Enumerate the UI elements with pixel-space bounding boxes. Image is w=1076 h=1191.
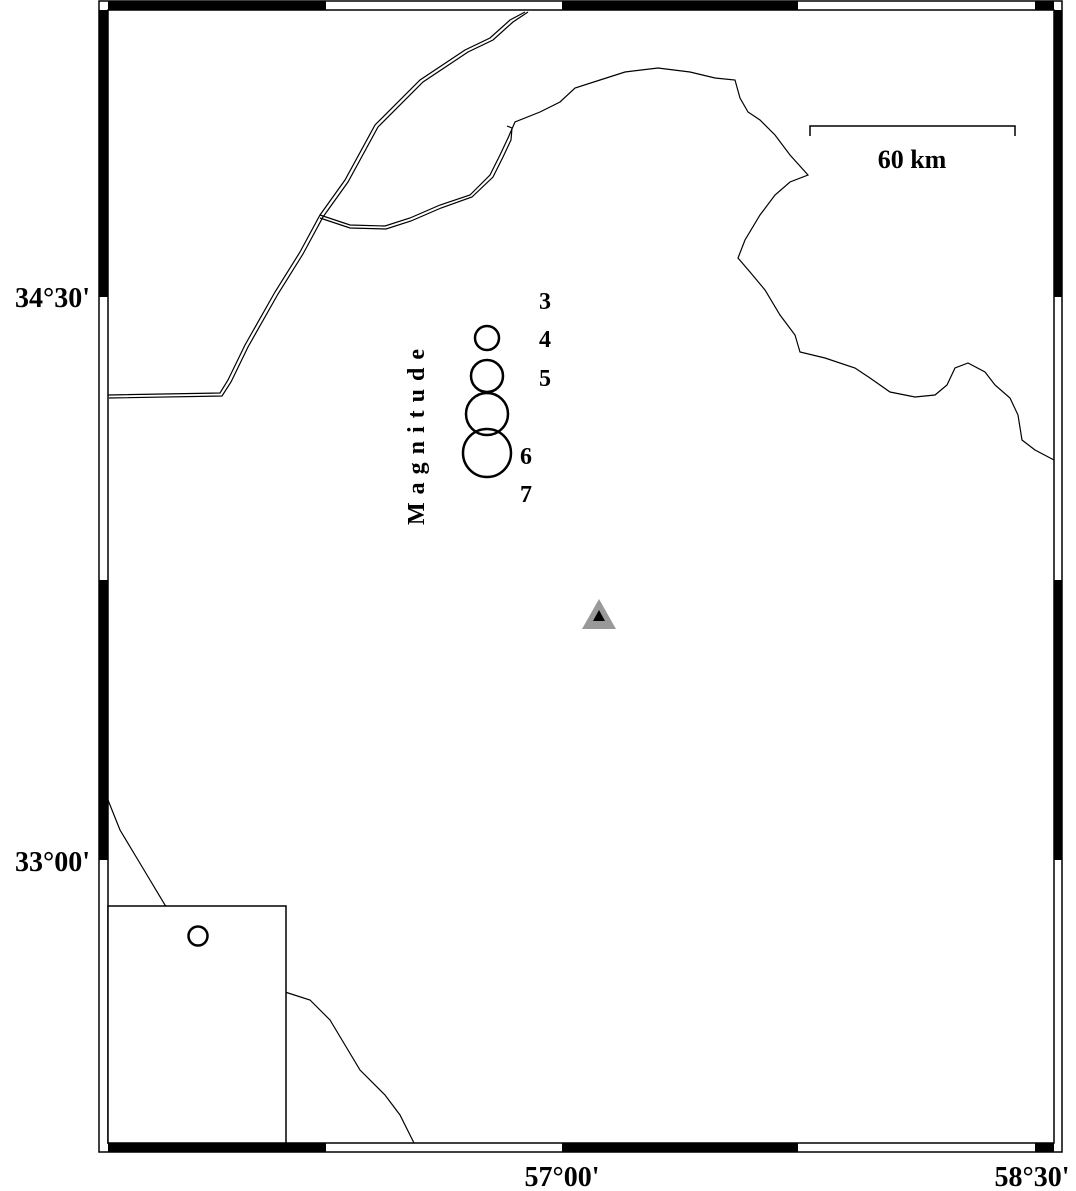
- map-frame: [98, 0, 1063, 1153]
- inset-box: [107, 905, 287, 1144]
- scale-bar-label: 60 km: [878, 145, 947, 174]
- lon-label-58-30: 58°30': [995, 1162, 1070, 1191]
- legend-circle-mag-4: [473, 324, 501, 352]
- legend-value-6: 6: [520, 444, 532, 470]
- boundary-line-north: [319, 67, 1055, 461]
- inset-event-circle: [187, 925, 209, 947]
- boundary-line-northwest: [107, 11, 526, 396]
- legend-circle-mag-7: [461, 427, 513, 479]
- legend-circle-mag-5: [469, 358, 505, 394]
- boundary-line-northwest-inner: [108, 11, 529, 399]
- lat-label-33-00: 33°00': [15, 847, 90, 878]
- legend-value-7: 7: [520, 482, 532, 508]
- magnitude-legend: Magnitude 3 4 5 6 7: [404, 289, 551, 525]
- station-marker: [582, 599, 616, 629]
- lon-label-57-00: 57°00': [525, 1162, 600, 1191]
- lat-label-34-30: 34°30': [15, 283, 90, 314]
- boundary-lines: [107, 11, 1055, 1144]
- boundary-line-north-inner: [319, 125, 513, 230]
- scale-bar: 60 km: [809, 125, 1016, 174]
- legend-value-5: 5: [539, 366, 551, 392]
- legend-circle-mag-6: [464, 391, 510, 437]
- legend-title: Magnitude: [404, 341, 430, 525]
- legend-value-3: 3: [539, 289, 551, 315]
- legend-value-4: 4: [539, 327, 551, 353]
